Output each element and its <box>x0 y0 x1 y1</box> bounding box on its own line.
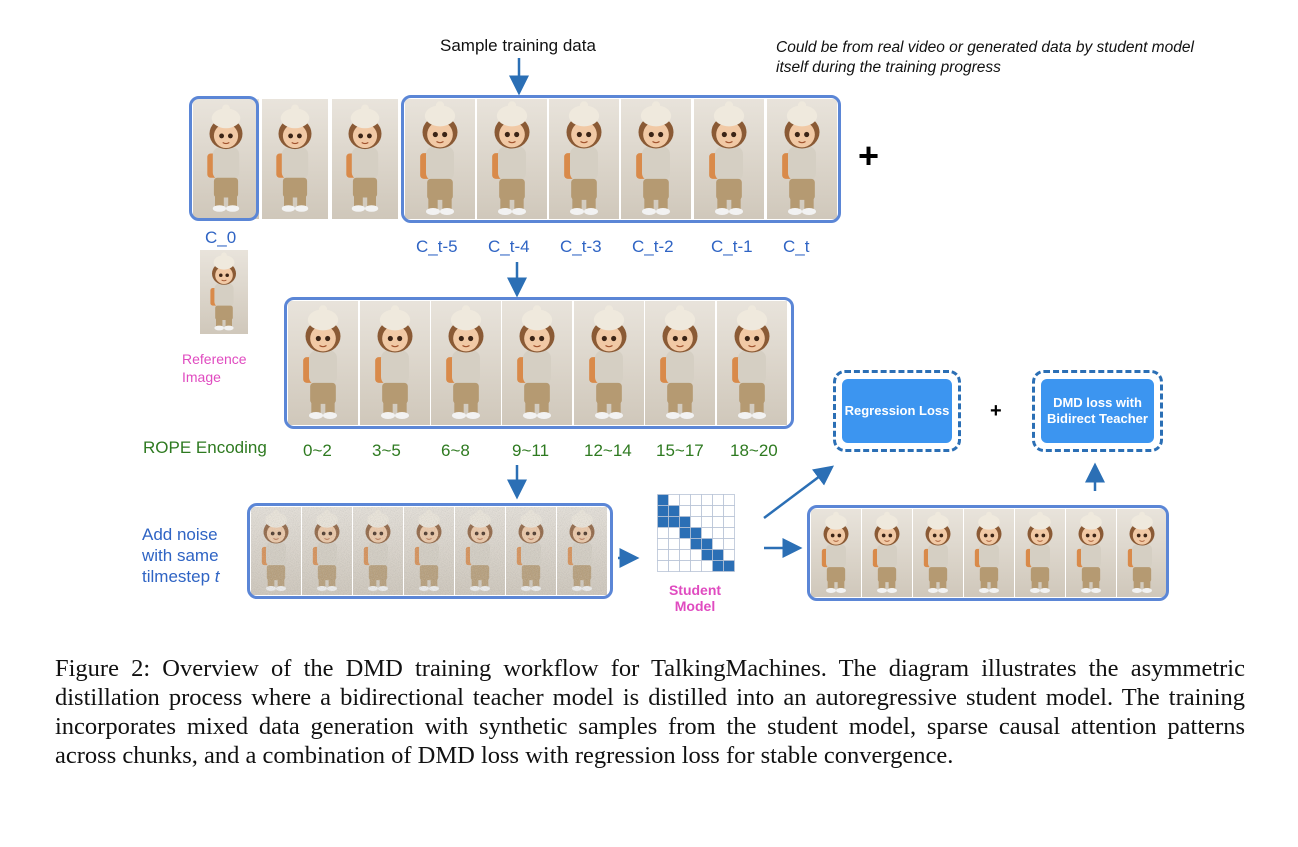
audio-waveform-icon <box>901 119 1057 195</box>
character-frame <box>621 99 691 219</box>
sample-training-label: Sample training data <box>440 36 596 55</box>
plus-sign: + <box>858 135 880 176</box>
loss-plus-sign: + <box>990 400 1002 422</box>
arrow-to-regression <box>763 465 834 519</box>
sampled-clip-box <box>401 95 841 223</box>
clip-label: C_t-5 <box>416 237 458 256</box>
character-frame <box>549 99 619 219</box>
rope-range: 9~11 <box>512 441 550 460</box>
character-frame <box>288 301 358 425</box>
character-frame <box>694 99 764 219</box>
reference-image-label: Reference Image <box>182 351 247 385</box>
data-source-note: Could be from real video or generated da… <box>776 39 1194 76</box>
character-frame <box>353 507 403 595</box>
character-frame <box>811 509 861 597</box>
character-frame <box>862 509 912 597</box>
character-frame <box>557 507 607 595</box>
reference-frame-box <box>189 96 259 221</box>
character-frame <box>477 99 547 219</box>
rope-clip-box <box>284 297 794 429</box>
character-frame <box>455 507 505 595</box>
rope-range: 6~8 <box>441 441 470 460</box>
rope-range: 15~17 <box>656 441 704 460</box>
character-frame <box>574 301 644 425</box>
dmd-loss-box: DMD loss with Bidirect Teacher <box>1032 370 1163 452</box>
character-frame <box>200 250 248 334</box>
character-frame <box>506 507 556 595</box>
rope-range: 3~5 <box>372 441 401 460</box>
causal-attention-mask-icon <box>657 494 735 572</box>
character-frame <box>717 301 787 425</box>
regression-loss-box: Regression Loss <box>833 370 961 452</box>
character-frame <box>193 99 259 219</box>
noisy-clip-box <box>247 503 613 599</box>
clip-label: C_t <box>783 237 810 256</box>
character-frame <box>360 301 430 425</box>
character-frame <box>431 301 501 425</box>
add-noise-label: Add noise with same tilmestep t <box>142 525 220 586</box>
character-frame <box>502 301 572 425</box>
character-frame <box>302 507 352 595</box>
character-frame <box>262 99 328 219</box>
character-frame <box>1117 509 1167 597</box>
clip-label: C_t-1 <box>711 237 753 256</box>
student-model-label: Student Model <box>668 582 722 614</box>
flow-arrows <box>507 58 1105 568</box>
character-frame <box>251 507 301 595</box>
clip-label: C_t-2 <box>632 237 674 256</box>
rope-range: 0~2 <box>303 441 332 460</box>
rope-range: 18~20 <box>730 441 778 460</box>
character-frame <box>405 99 475 219</box>
character-frame <box>332 99 398 219</box>
character-frame <box>1015 509 1065 597</box>
dmd-loss-label: DMD loss with Bidirect Teacher <box>1041 379 1154 443</box>
character-frame <box>913 509 963 597</box>
character-frame <box>1066 509 1116 597</box>
character-frame <box>645 301 715 425</box>
rope-range: 12~14 <box>584 441 632 460</box>
clip-label: C_t-3 <box>560 237 602 256</box>
character-frame <box>767 99 837 219</box>
regression-loss-label: Regression Loss <box>842 379 952 443</box>
clip-label-c0: C_0 <box>205 228 237 247</box>
clip-label: C_t-4 <box>488 237 530 256</box>
output-clip-box <box>807 505 1169 601</box>
figure-caption: Figure 2: Overview of the DMD training w… <box>55 655 1245 769</box>
character-frame <box>964 509 1014 597</box>
character-frame <box>404 507 454 595</box>
rope-encoding-title: ROPE Encoding <box>143 438 267 457</box>
